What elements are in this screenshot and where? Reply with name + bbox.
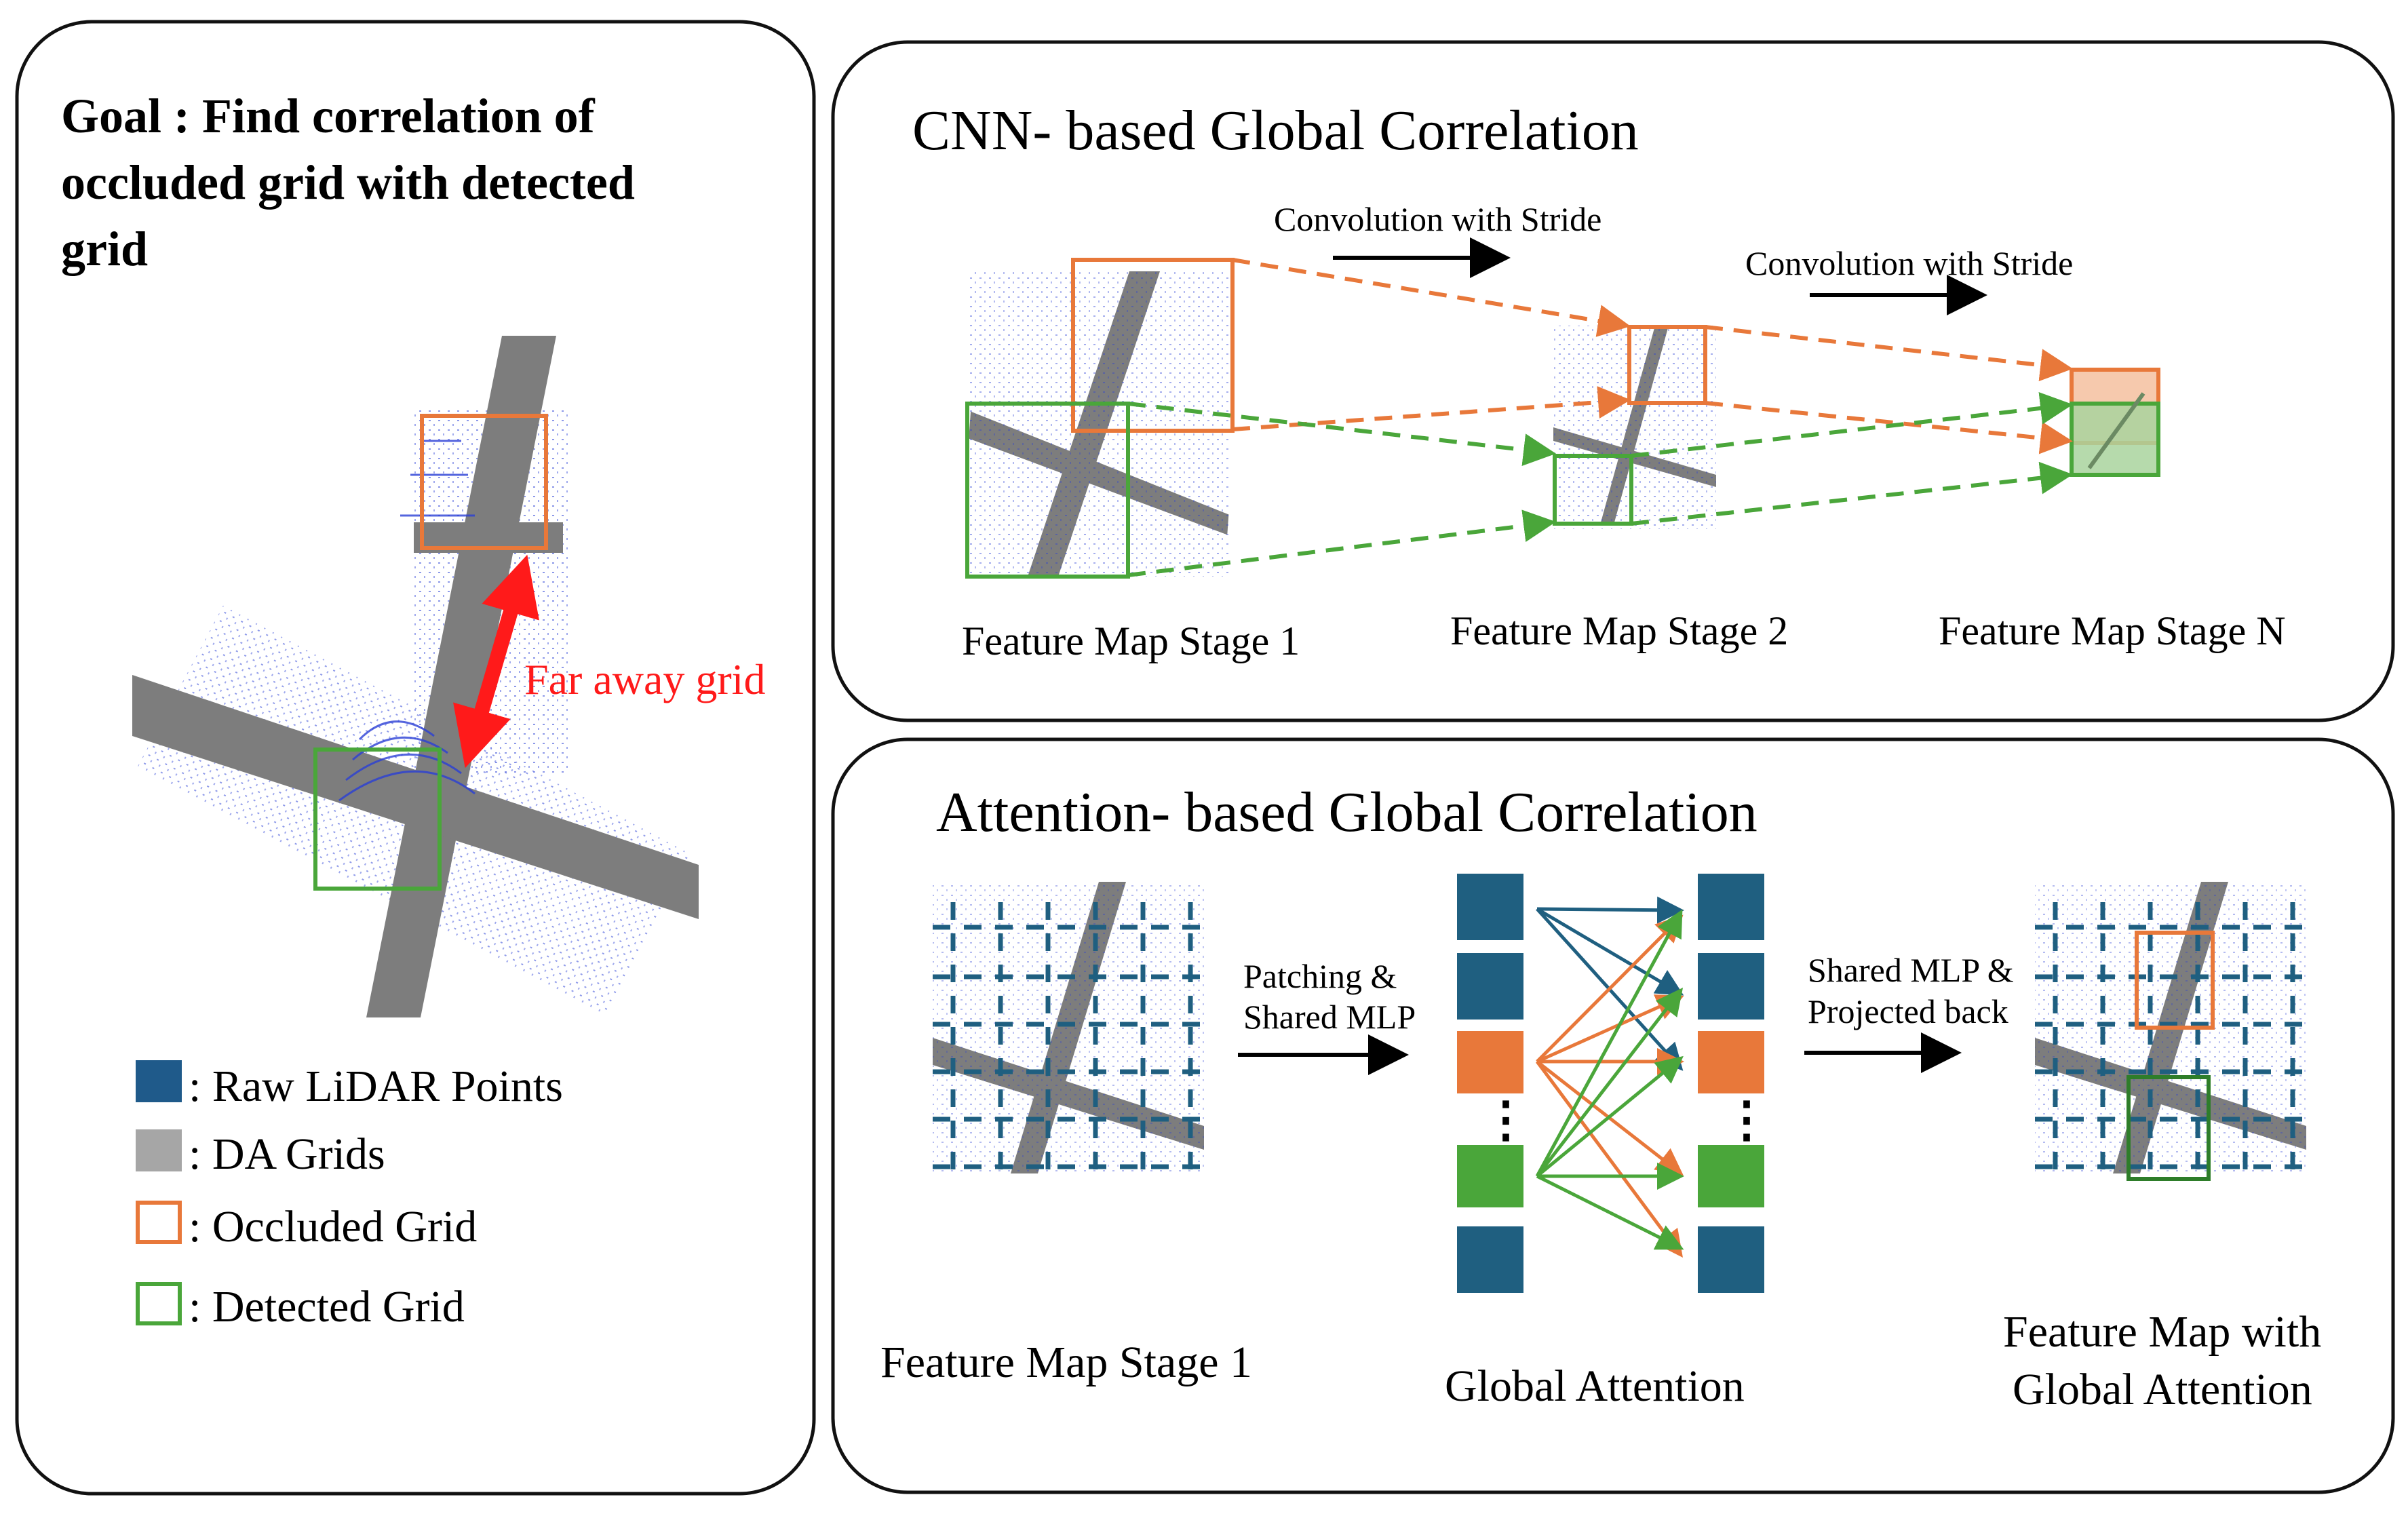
cnn-stage1-detected-box <box>965 402 1130 579</box>
legend-swatch-occluded <box>136 1201 182 1244</box>
proj-label-line-1: Shared MLP & <box>1808 951 2014 989</box>
goal-line-3: grid <box>61 222 148 276</box>
token <box>1698 953 1764 1020</box>
legend-swatch-da-grids <box>136 1129 182 1171</box>
cnn-stage1-label: Feature Map Stage 1 <box>962 619 1300 663</box>
cnn-stage2-label: Feature Map Stage 2 <box>1450 608 1788 653</box>
global-attention-label: Global Attention <box>1445 1361 1745 1411</box>
token-column-left <box>1457 874 1523 1293</box>
attn-output-patch-grid <box>2035 902 2306 1173</box>
legend-label-raw-lidar: : Raw LiDAR Points <box>189 1062 563 1111</box>
token-occluded <box>1457 1031 1523 1093</box>
lidar-map-left <box>132 336 699 1017</box>
token-ellipsis-left: ⋮ <box>1481 1093 1530 1147</box>
cnn-stage2-detected-box <box>1553 454 1633 526</box>
attn-stage1-label: Feature Map Stage 1 <box>880 1338 1252 1387</box>
detected-grid-box <box>313 748 442 891</box>
token <box>1457 874 1523 940</box>
attn-output-detected-box <box>2127 1075 2211 1181</box>
token-detected <box>1698 1145 1764 1207</box>
cnn-stageN-label: Feature Map Stage N <box>1939 608 2286 653</box>
token <box>1457 953 1523 1020</box>
goal-line-1: Goal : Find correlation of <box>61 89 596 143</box>
attn-output-occluded-box <box>2135 931 2215 1030</box>
legend-label-detected: : Detected Grid <box>189 1282 465 1332</box>
attention-arrows <box>1535 896 1684 1258</box>
token-ellipsis-right: ⋮ <box>1722 1093 1771 1147</box>
conv-label-1: Convolution with Stride <box>1274 200 1601 238</box>
legend-swatch-raw-lidar <box>136 1060 182 1102</box>
goal-line-2: occluded grid with detected <box>61 155 635 210</box>
cnn-stage1-map <box>967 271 1231 577</box>
attention-panel <box>831 737 2395 1494</box>
conv-label-2: Convolution with Stride <box>1745 244 2073 282</box>
token-column-right <box>1698 874 1764 1293</box>
token-occluded <box>1698 1031 1764 1093</box>
far-away-label: Far away grid <box>524 655 765 703</box>
legend-label-da-grids: : DA Grids <box>189 1129 385 1179</box>
attention-panel-title: Attention- based Global Correlation <box>936 781 1758 844</box>
legend-label-occluded: : Occluded Grid <box>189 1202 477 1251</box>
occluded-grid-box <box>420 414 548 550</box>
output-label-line-2: Global Attention <box>2013 1365 2312 1414</box>
far-away-arrow <box>453 554 539 769</box>
goal-text: Goal : Find correlation of occluded grid… <box>61 89 635 276</box>
cnn-mapping-arrows <box>1127 258 2073 577</box>
legend-swatch-detected <box>136 1282 182 1325</box>
legend: : Raw LiDAR Points : DA Grids : Occluded… <box>136 1060 563 1332</box>
patch-label-line-2: Shared MLP <box>1243 998 1416 1036</box>
goal-panel <box>15 20 816 1496</box>
cnn-panel-title: CNN- based Global Correlation <box>912 99 1639 162</box>
proj-label-line-2: Projected back <box>1808 992 2008 1030</box>
cnn-stageN-detected-box <box>2070 402 2160 477</box>
token <box>1698 1226 1764 1293</box>
cnn-panel <box>831 40 2395 722</box>
attn-input-patch-grid <box>933 902 1204 1173</box>
token <box>1698 874 1764 940</box>
cnn-stage2-map <box>1553 326 1716 529</box>
cnn-stage1-occluded-box <box>1071 258 1235 433</box>
cnn-stage2-occluded-box <box>1627 325 1707 405</box>
token-detected <box>1457 1145 1523 1207</box>
patch-label-line-1: Patching & <box>1243 957 1397 995</box>
token <box>1457 1226 1523 1293</box>
output-label-line-1: Feature Map with <box>2003 1307 2321 1357</box>
